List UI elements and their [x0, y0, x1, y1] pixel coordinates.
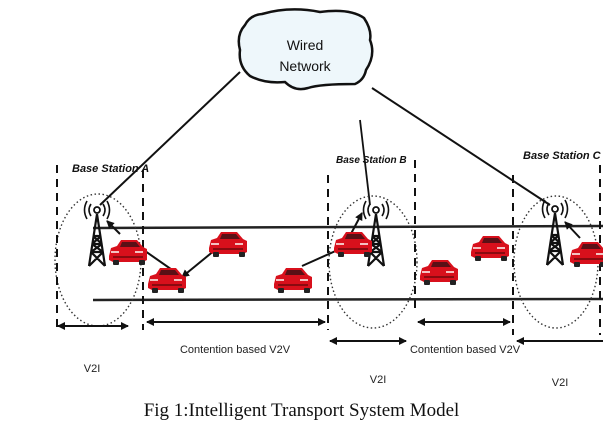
v2v-link-3 — [301, 248, 341, 267]
base-station-b-label: Base Station B — [336, 155, 407, 166]
link-cloud-to-station-a — [99, 71, 241, 206]
car-icon — [471, 236, 509, 261]
tower-icon-a — [83, 199, 111, 268]
zone-label-v2v-bc: Contention based V2V — [410, 344, 521, 356]
figure-caption: Fig 1:Intelligent Transport System Model — [143, 400, 460, 421]
v2i-link-a — [106, 220, 121, 235]
zone-label-v2i-c: V2I — [552, 377, 569, 389]
cloud-label-line1: Wired — [287, 37, 324, 53]
base-station-c-label: Base Station C — [523, 150, 602, 162]
car-icon — [148, 268, 186, 293]
link-cloud-to-station-c — [371, 87, 551, 206]
link-cloud-to-station-b — [359, 119, 371, 206]
car-icon — [334, 232, 372, 257]
zone-label-v2v-ab: Contention based V2V — [180, 344, 291, 356]
car-icon — [274, 268, 312, 293]
zone-label-v2i-b: V2I — [370, 374, 387, 386]
base-station-a-label: Base Station A — [72, 163, 149, 175]
tower-icon-c — [541, 198, 569, 267]
road-top-edge — [92, 224, 603, 230]
v2v-link-2 — [181, 249, 216, 278]
zone-label-v2i-a: V2I — [84, 363, 101, 375]
v2i-link-c — [564, 221, 581, 239]
road-bottom-edge — [92, 297, 603, 302]
wired-network-cloud: Wired Network — [237, 8, 374, 91]
car-icon — [209, 232, 247, 257]
car-icon — [420, 260, 458, 285]
car-icon — [570, 242, 603, 267]
coverage-area-b — [328, 195, 418, 329]
car-icon — [109, 240, 147, 265]
cloud-label-line2: Network — [279, 58, 331, 74]
